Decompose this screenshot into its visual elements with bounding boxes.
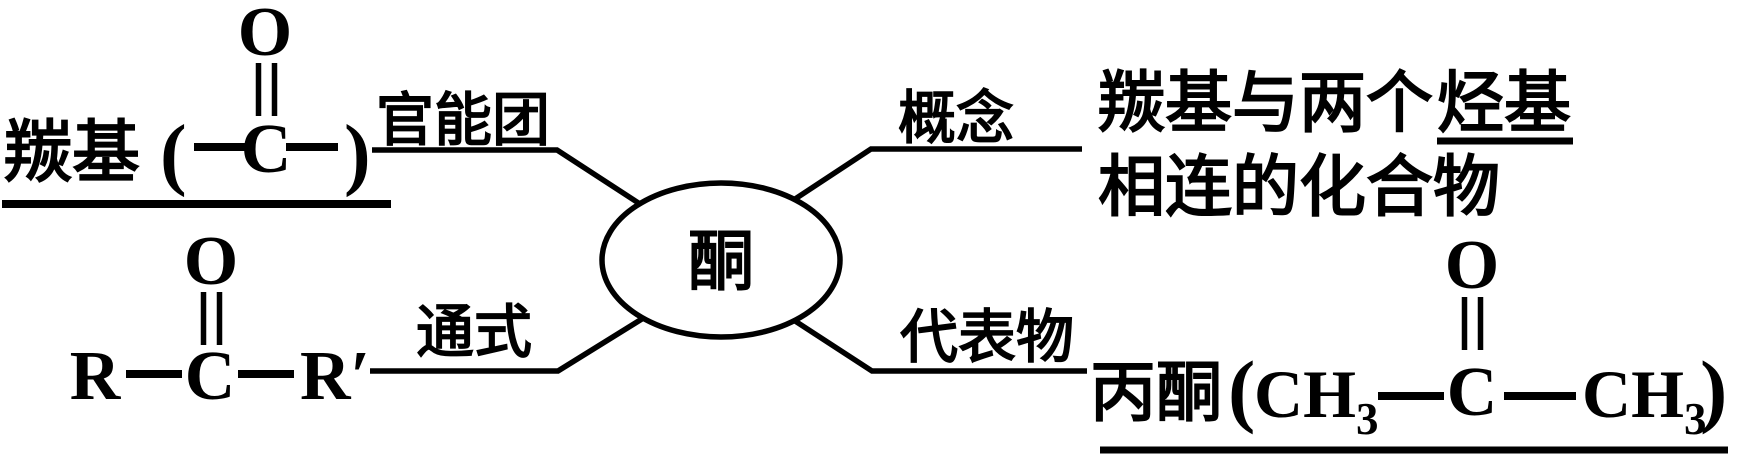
concept-line2-text: 相连的化合物 — [1098, 151, 1500, 225]
formula-r-left: R — [70, 338, 122, 415]
acetone-methyl-right-base: CH — [1582, 356, 1684, 432]
acetone-open-paren: ( — [1228, 344, 1255, 435]
carbonyl-close-paren: ) — [344, 110, 371, 198]
general-formula-branch-label: 通式 — [416, 300, 532, 365]
acetone-methyl-right: CH3 — [1582, 356, 1707, 444]
functional-group-branch-label: 官能团 — [376, 88, 550, 153]
concept-connector-line — [790, 146, 1082, 204]
acetone-close-paren: ) — [1700, 344, 1727, 435]
concept-line1-text: 羰基与两个 — [1098, 67, 1433, 141]
concept-line1-underlined-term: 烃基 — [1437, 67, 1571, 141]
center-node-label: 酮 — [688, 226, 754, 299]
functional-group-connector-line — [372, 147, 642, 207]
representative-branch-label: 代表物 — [899, 305, 1074, 370]
acetone-name-label: 丙酮 — [1090, 357, 1222, 430]
acetone-carbon-atom: C — [1447, 354, 1498, 431]
general-formula-connector-line — [370, 314, 647, 374]
acetone-methyl-right-subscript: 3 — [1684, 394, 1707, 444]
formula-carbon-atom: C — [185, 338, 236, 415]
formula-oxygen-atom: O — [184, 223, 238, 300]
center-ellipse — [599, 180, 843, 340]
carbonyl-oxygen-atom: O — [238, 0, 292, 71]
formula-r-right: R′ — [300, 338, 370, 415]
carbonyl-open-paren: ( — [160, 110, 187, 198]
acetone-methyl-left-base: CH — [1254, 356, 1356, 432]
carbonyl-carbon-atom: C — [241, 111, 292, 188]
representative-connector-line — [790, 316, 1087, 374]
acetone-methyl-left-subscript: 3 — [1356, 394, 1379, 444]
acetone-methyl-left: CH3 — [1254, 356, 1379, 444]
acetone-oxygen-atom: O — [1445, 227, 1499, 304]
carbonyl-name-label: 羰基 — [4, 115, 140, 191]
concept-branch-label: 概念 — [898, 86, 1014, 151]
